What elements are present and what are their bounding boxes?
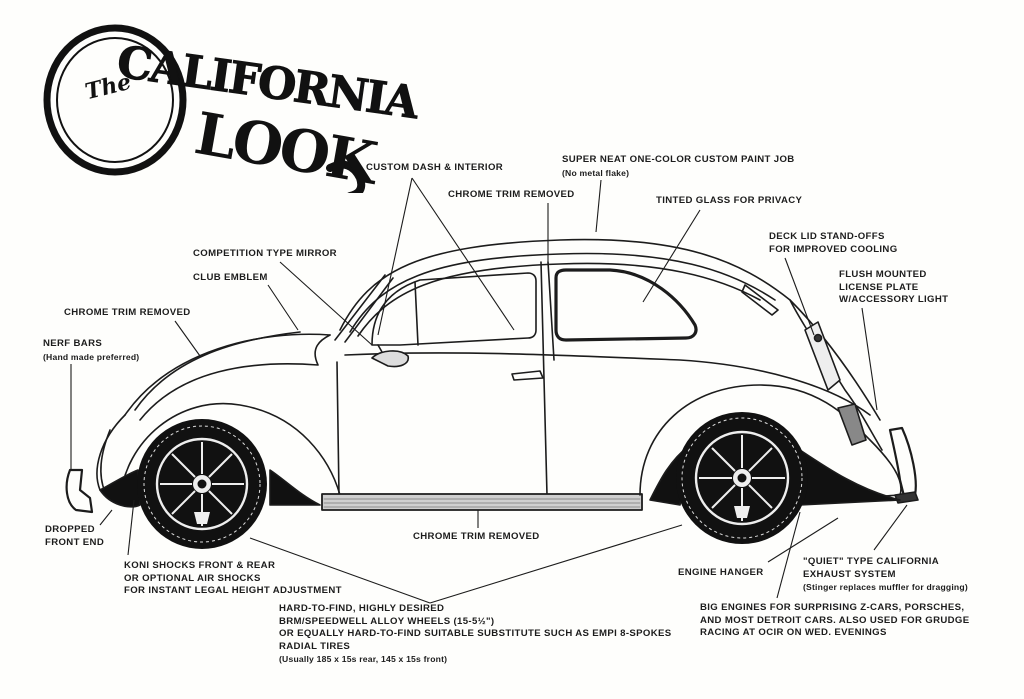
engine-lid [789, 299, 883, 451]
label-line: BIG ENGINES FOR SURPRISING Z-CARS, PORSC… [700, 602, 965, 613]
leader-license-plate [861, 307, 878, 411]
label-paint-job: SUPER NEAT ONE-COLOR CUSTOM PAINT JOB (N… [562, 154, 795, 179]
logo-ring [43, 24, 366, 193]
label-line: TINTED GLASS FOR PRIVACY [656, 195, 803, 206]
label-line: FOR IMPROVED COOLING [769, 243, 898, 255]
label-dropped-front: DROPPED FRONT END [45, 524, 104, 549]
label-line: RADIAL TIRES [279, 640, 351, 652]
leader-chrome-trim-hood [174, 320, 201, 357]
label-note: (Usually 185 x 15s rear, 145 x 15s front… [279, 654, 448, 664]
label-wheels: HARD-TO-FIND, HIGHLY DESIRED BRM/SPEEDWE… [279, 603, 672, 666]
label-line: CHROME TRIM REMOVED [413, 531, 540, 542]
label-line: AND MOST DETROIT CARS. ALSO USED FOR GRU… [700, 614, 970, 626]
label-line: NERF BARS [43, 338, 103, 349]
leader-big-engines [776, 511, 801, 599]
rear-quarter-window [554, 268, 698, 342]
label-line: COMPETITION TYPE MIRROR [193, 248, 337, 259]
leader-wheels-rear [429, 524, 683, 604]
hood [124, 333, 331, 416]
label-line: LICENSE PLATE [839, 281, 919, 293]
label-note: (Stinger replaces muffler for dragging) [803, 582, 968, 592]
label-line: "QUIET" TYPE CALIFORNIA [803, 556, 940, 567]
label-line: FRONT END [45, 536, 105, 548]
label-note: (No metal flake) [562, 167, 630, 178]
label-line: SUPER NEAT ONE-COLOR CUSTOM PAINT JOB [562, 154, 795, 165]
label-chrome-trim-top: CHROME TRIM REMOVED [448, 189, 575, 202]
label-tinted-glass: TINTED GLASS FOR PRIVACY [656, 195, 802, 208]
label-line: EXHAUST SYSTEM [803, 568, 896, 580]
leader-mirror [279, 261, 373, 346]
leader-dropped-front [99, 509, 113, 526]
label-line: OR OPTIONAL AIR SHOCKS [124, 572, 261, 584]
label-line: FOR INSTANT LEGAL HEIGHT ADJUSTMENT [124, 585, 342, 596]
door-handle [511, 370, 544, 381]
rear-fender [639, 384, 902, 501]
label-line: CHROME TRIM REMOVED [448, 189, 575, 200]
label-line: FLUSH MOUNTED [839, 269, 927, 280]
leader-custom-dash-b [411, 177, 515, 331]
label-deck-lid: DECK LID STAND-OFFS FOR IMPROVED COOLING [769, 231, 898, 256]
label-line: W/ACCESSORY LIGHT [839, 294, 949, 305]
leader-club-emblem [267, 284, 299, 331]
leader-deck-lid [784, 257, 815, 336]
front-fender [96, 402, 341, 501]
label-line: HARD-TO-FIND, HIGHLY DESIRED [279, 603, 445, 614]
label-mirror: COMPETITION TYPE MIRROR [193, 248, 337, 261]
label-big-engines: BIG ENGINES FOR SURPRISING Z-CARS, PORSC… [700, 602, 969, 640]
label-line: CUSTOM DASH & INTERIOR [366, 162, 504, 173]
label-line: OR EQUALLY HARD-TO-FIND SUITABLE SUBSTIT… [279, 628, 672, 639]
leader-exhaust [873, 504, 908, 551]
label-engine-hanger: ENGINE HANGER [678, 567, 764, 580]
label-line: DROPPED [45, 524, 95, 535]
label-line: DECK LID STAND-OFFS [769, 231, 885, 242]
label-line: CHROME TRIM REMOVED [64, 307, 191, 318]
front-bumper [65, 468, 94, 514]
label-chrome-trim-running-board: CHROME TRIM REMOVED [413, 531, 540, 544]
label-line: RACING AT OCIR ON WED. EVENINGS [700, 627, 887, 638]
side-mirror [371, 350, 410, 368]
label-exhaust: "QUIET" TYPE CALIFORNIA EXHAUST SYSTEM (… [803, 556, 968, 594]
exhaust-pipe [894, 491, 919, 504]
leader-koni-shocks [127, 499, 135, 556]
label-line: BRM/SPEEDWELL ALLOY WHEELS (15-5½") [279, 615, 495, 627]
label-chrome-trim-hood: CHROME TRIM REMOVED [64, 307, 191, 320]
label-line: CLUB EMBLEM [193, 272, 268, 283]
front-door-window [371, 272, 537, 346]
front-wheel [137, 419, 267, 549]
rear-wheel [676, 412, 808, 544]
label-club-emblem: CLUB EMBLEM [193, 272, 268, 285]
label-license-plate: FLUSH MOUNTED LICENSE PLATE W/ACCESSORY … [839, 269, 948, 307]
rear-bumper [888, 426, 917, 502]
leader-custom-dash-a [377, 177, 413, 336]
label-koni-shocks: KONI SHOCKS FRONT & REAR OR OPTIONAL AIR… [124, 560, 342, 598]
roof-line [339, 238, 881, 421]
label-line: ENGINE HANGER [678, 567, 764, 578]
leader-engine-hanger [767, 517, 839, 563]
leader-tinted-glass [642, 209, 701, 303]
california-look-logo: The CALIFORNIA LOOK [40, 18, 420, 197]
leader-lines [70, 177, 908, 604]
label-line: KONI SHOCKS FRONT & REAR [124, 560, 276, 571]
leader-paint-job [595, 179, 602, 233]
label-nerf-bars: NERF BARS (Hand made preferred) [43, 338, 139, 363]
label-note: (Hand made preferred) [43, 351, 140, 362]
running-board [321, 493, 643, 511]
leader-wheels-front [249, 537, 431, 604]
label-custom-dash: CUSTOM DASH & INTERIOR [366, 162, 503, 175]
